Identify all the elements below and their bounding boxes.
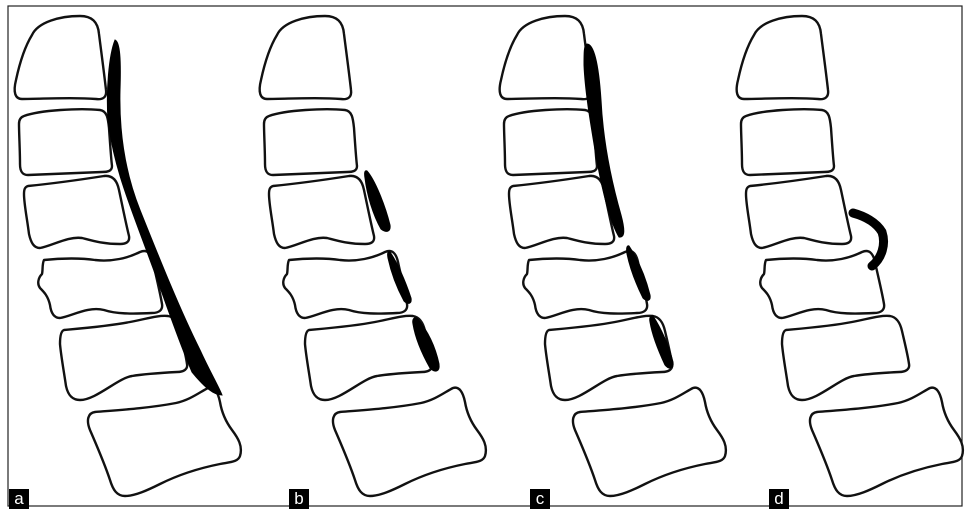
vertebral-body [24,176,129,248]
panel-label-b: b [289,489,309,509]
vertebral-body [509,176,614,248]
panel-label-c: c [530,489,550,509]
vertebral-body [269,176,374,248]
vertebral-body [741,109,834,175]
vertebral-body [38,251,162,318]
vertebral-body [760,251,884,318]
vertebral-body [264,109,357,175]
vertebral-body [19,109,112,175]
vertebral-body [746,176,851,248]
panel-label-d: d [769,489,789,509]
panel-label-a: a [9,489,29,509]
vertebral-body [504,109,597,175]
